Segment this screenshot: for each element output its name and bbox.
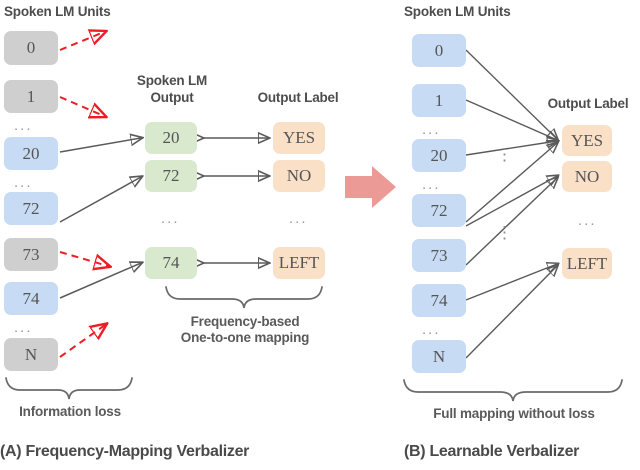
brace-full-mapping bbox=[403, 379, 623, 402]
output-label-box-b-no[interactable]: NO bbox=[562, 161, 612, 192]
output-label-ellipsis-b: ... bbox=[578, 212, 597, 229]
output-label-ellipsis-a: ... bbox=[289, 210, 308, 227]
dashed-loss-arrows bbox=[59, 32, 108, 358]
unit-box-a-72[interactable]: 72 bbox=[4, 192, 58, 225]
brace-label-information-loss: Information loss bbox=[19, 404, 121, 419]
unit-ellipsis-a-2: ... bbox=[14, 174, 33, 191]
output-label-box-a-left[interactable]: LEFT bbox=[273, 247, 325, 279]
output-label-box-b-left[interactable]: LEFT bbox=[562, 248, 612, 279]
lm-output-box-74[interactable]: 74 bbox=[145, 247, 197, 279]
unit-box-a-20[interactable]: 20 bbox=[4, 137, 58, 170]
unit-box-b-20[interactable]: 20 bbox=[412, 139, 466, 172]
panel-b-caption: (B) Learnable Verbalizer bbox=[404, 443, 580, 460]
panel-a-caption: (A) Frequency-Mapping Verbalizer bbox=[0, 443, 250, 460]
unit-ellipsis-b-1: ... bbox=[422, 121, 441, 138]
unit-ellipsis-a-1: ... bbox=[14, 117, 33, 134]
vertical-ellipsis-b-1: ⋮ bbox=[496, 145, 513, 164]
brace-frequency-mapping bbox=[165, 286, 323, 309]
brace-label-frequency-mapping-line2: One-to-one mapping bbox=[180, 330, 310, 345]
output-to-label-arrows-a bbox=[202, 138, 268, 263]
panel-b-units-header: Spoken LM Units bbox=[404, 4, 511, 19]
brace-label-full-mapping: Full mapping without loss bbox=[433, 406, 595, 421]
unit-ellipsis-b-3: ... bbox=[422, 321, 441, 338]
panel-a-lm-output-header-line2: Output bbox=[150, 90, 194, 105]
unit-box-a-74[interactable]: 74 bbox=[4, 282, 58, 315]
unit-box-a-0[interactable]: 0 bbox=[4, 31, 58, 65]
output-label-box-a-no[interactable]: NO bbox=[273, 160, 325, 192]
panel-a-output-label-header: Output Label bbox=[257, 90, 339, 105]
brace-label-frequency-mapping-line1: Frequency-based bbox=[190, 314, 300, 329]
unit-box-a-N[interactable]: N bbox=[4, 338, 58, 371]
unit-ellipsis-a-3: ... bbox=[14, 319, 33, 336]
lm-output-box-20[interactable]: 20 bbox=[145, 122, 197, 154]
lm-output-box-72[interactable]: 72 bbox=[145, 160, 197, 192]
panel-a-units-header: Spoken LM Units bbox=[4, 4, 111, 19]
unit-to-output-arrows-a bbox=[59, 138, 141, 299]
unit-box-a-73[interactable]: 73 bbox=[4, 238, 58, 271]
unit-box-b-1[interactable]: 1 bbox=[412, 84, 466, 117]
unit-box-b-N[interactable]: N bbox=[412, 340, 466, 373]
unit-box-b-74[interactable]: 74 bbox=[412, 284, 466, 317]
unit-ellipsis-b-2: ... bbox=[422, 176, 441, 193]
unit-box-b-0[interactable]: 0 bbox=[412, 34, 466, 67]
panel-a-lm-output-header-line1: Spoken LM bbox=[136, 73, 208, 88]
output-label-box-a-yes[interactable]: YES bbox=[273, 122, 325, 154]
unit-box-b-72[interactable]: 72 bbox=[412, 194, 466, 227]
output-label-box-b-yes[interactable]: YES bbox=[562, 125, 612, 156]
vertical-ellipsis-b-2: ⋮ bbox=[496, 223, 513, 242]
unit-box-b-73[interactable]: 73 bbox=[412, 239, 466, 272]
panel-b-output-label-header: Output Label bbox=[547, 96, 629, 111]
unit-box-a-1[interactable]: 1 bbox=[4, 80, 58, 113]
brace-information-loss bbox=[5, 377, 133, 400]
transition-right-arrow-icon bbox=[345, 166, 396, 208]
lm-output-ellipsis: ... bbox=[161, 210, 180, 227]
